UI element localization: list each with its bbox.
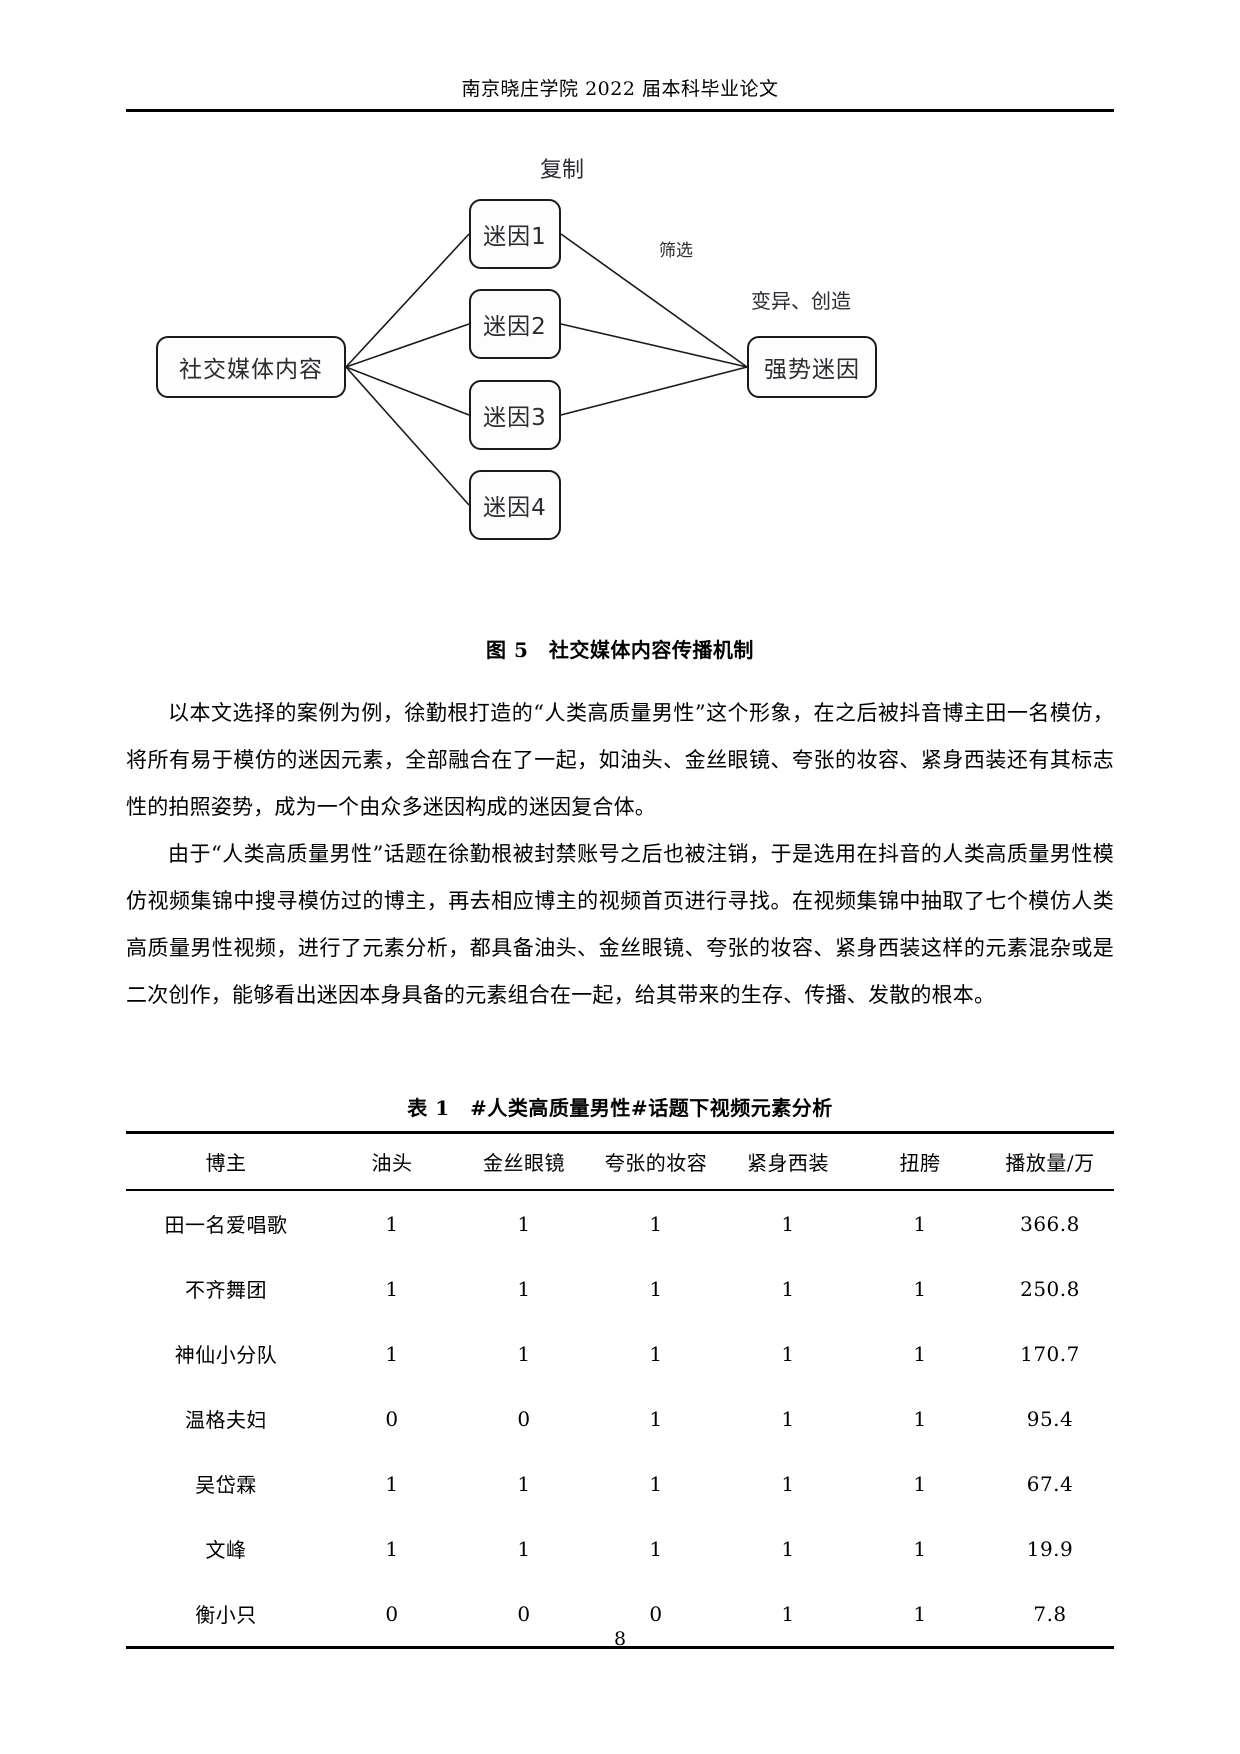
edge-label-filter: 筛选 — [659, 241, 693, 261]
cell-gold-glasses: 1 — [517, 1536, 531, 1561]
diagram-connectors — [345, 233, 748, 506]
table-1-block: 表 1 #人类高质量男性#话题下视频元素分析 博主 油头 金丝眼镜 夸张的妆容 … — [126, 1092, 1114, 1649]
node-label: 迷因2 — [483, 314, 547, 340]
node-label: 迷因4 — [483, 495, 547, 521]
cell-blogger: 田一名爱唱歌 — [164, 1213, 288, 1237]
cell-oily-hair: 1 — [385, 1276, 399, 1301]
edge-label-copy: 复制 — [540, 158, 585, 183]
cell-blogger: 文峰 — [205, 1538, 247, 1562]
column-header-tight-suit: 紧身西装 — [722, 1131, 854, 1191]
cell-blogger: 温格夫妇 — [185, 1408, 267, 1432]
cell-views: 366.8 — [1020, 1211, 1080, 1236]
page-number: 8 — [613, 1628, 627, 1650]
column-header-hip-twist: 扭胯 — [854, 1131, 986, 1191]
cell-tight-suit: 1 — [781, 1536, 795, 1561]
cell-tight-suit: 1 — [781, 1211, 795, 1236]
body-text: 以本文选择的案例为例，徐勤根打造的“人类高质量男性”这个形象，在之后被抖音博主田… — [126, 690, 1114, 1019]
cell-hip-twist: 1 — [913, 1341, 927, 1366]
cell-views: 19.9 — [1026, 1536, 1074, 1561]
table-row: 温格夫妇 0 0 1 1 1 95.4 — [126, 1386, 1114, 1451]
cell-exaggerated-makeup: 0 — [590, 1581, 722, 1649]
diagram-node-meme-4: 迷因4 — [469, 470, 561, 540]
cell-blogger: 神仙小分队 — [174, 1343, 278, 1367]
cell-tight-suit: 1 — [722, 1581, 854, 1649]
diagram-node-dominant-meme: 强势迷因 — [747, 336, 877, 398]
cell-oily-hair: 1 — [385, 1211, 399, 1236]
node-label: 迷因3 — [483, 405, 547, 431]
cell-views: 7.8 — [986, 1581, 1114, 1649]
node-label: 社交媒体内容 — [179, 357, 323, 383]
cell-gold-glasses: 1 — [517, 1471, 531, 1496]
cell-tight-suit: 1 — [781, 1471, 795, 1496]
cell-oily-hair: 1 — [385, 1341, 399, 1366]
table-row: 田一名爱唱歌 1 1 1 1 1 366.8 — [126, 1190, 1114, 1256]
cell-hip-twist: 1 — [913, 1211, 927, 1236]
table-row: 不齐舞团 1 1 1 1 1 250.8 — [126, 1256, 1114, 1321]
cell-hip-twist: 1 — [854, 1581, 986, 1649]
cell-tight-suit: 1 — [781, 1406, 795, 1431]
header-title: 南京晓庄学院 2022 届本科毕业论文 — [461, 78, 779, 100]
table-row: 神仙小分队 1 1 1 1 1 170.7 — [126, 1321, 1114, 1386]
cell-views: 250.8 — [1020, 1276, 1080, 1301]
table-body: 田一名爱唱歌 1 1 1 1 1 366.8 不齐舞团 1 1 1 1 1 25… — [126, 1190, 1114, 1649]
figure-5: 社交媒体内容 迷因1 迷因2 迷因3 迷因4 强势迷因 复制 筛选 变异、创造 — [126, 140, 1114, 610]
table-header-row: 博主 油头 金丝眼镜 夸张的妆容 紧身西装 扭胯 播放量/万 — [126, 1131, 1114, 1191]
meme-propagation-diagram: 社交媒体内容 迷因1 迷因2 迷因3 迷因4 强势迷因 复制 筛选 变异、创造 — [126, 140, 1114, 610]
cell-exaggerated-makeup: 1 — [649, 1341, 663, 1366]
cell-hip-twist: 1 — [913, 1536, 927, 1561]
diagram-node-meme-2: 迷因2 — [469, 289, 561, 359]
table-row: 吴岱霖 1 1 1 1 1 67.4 — [126, 1451, 1114, 1516]
diagram-node-meme-3: 迷因3 — [469, 380, 561, 450]
cell-tight-suit: 1 — [781, 1341, 795, 1366]
paragraph-1: 以本文选择的案例为例，徐勤根打造的“人类高质量男性”这个形象，在之后被抖音博主田… — [126, 701, 1114, 819]
cell-blogger: 不齐舞团 — [185, 1278, 267, 1302]
cell-views: 67.4 — [1026, 1471, 1074, 1496]
cell-exaggerated-makeup: 1 — [649, 1406, 663, 1431]
column-header-gold-glasses: 金丝眼镜 — [458, 1131, 590, 1191]
cell-views: 95.4 — [1026, 1406, 1074, 1431]
column-header-oily-hair: 油头 — [326, 1131, 458, 1191]
figure-caption: 图 5 社交媒体内容传播机制 — [486, 638, 754, 662]
column-header-blogger: 博主 — [126, 1131, 326, 1191]
cell-gold-glasses: 1 — [517, 1341, 531, 1366]
cell-oily-hair: 0 — [385, 1406, 399, 1431]
cell-oily-hair: 1 — [385, 1471, 399, 1496]
page-footer: 8 — [126, 1628, 1114, 1650]
diagram-node-meme-1: 迷因1 — [469, 199, 561, 269]
table-row: 衡小只 0 0 0 1 1 7.8 — [126, 1581, 1114, 1649]
cell-gold-glasses: 0 — [517, 1406, 531, 1431]
cell-gold-glasses: 1 — [517, 1276, 531, 1301]
page-header: 南京晓庄学院 2022 届本科毕业论文 — [126, 76, 1114, 112]
table-row: 文峰 1 1 1 1 1 19.9 — [126, 1516, 1114, 1581]
cell-blogger: 吴岱霖 — [195, 1473, 257, 1497]
node-label: 强势迷因 — [764, 357, 860, 383]
cell-hip-twist: 1 — [913, 1471, 927, 1496]
cell-oily-hair: 0 — [326, 1581, 458, 1649]
cell-gold-glasses: 1 — [517, 1211, 531, 1236]
cell-exaggerated-makeup: 1 — [649, 1536, 663, 1561]
column-header-exaggerated-makeup: 夸张的妆容 — [590, 1131, 722, 1191]
cell-exaggerated-makeup: 1 — [649, 1211, 663, 1236]
cell-blogger: 衡小只 — [126, 1581, 326, 1649]
cell-hip-twist: 1 — [913, 1276, 927, 1301]
cell-exaggerated-makeup: 1 — [649, 1471, 663, 1496]
video-element-analysis-table: 博主 油头 金丝眼镜 夸张的妆容 紧身西装 扭胯 播放量/万 田一名爱唱歌 1 … — [126, 1131, 1114, 1649]
cell-views: 170.7 — [1020, 1341, 1080, 1366]
column-header-views: 播放量/万 — [986, 1131, 1114, 1191]
header-rule — [126, 108, 1114, 112]
cell-gold-glasses: 0 — [458, 1581, 590, 1649]
diagram-node-social-media-content: 社交媒体内容 — [156, 336, 346, 398]
node-label: 迷因1 — [483, 224, 547, 250]
cell-tight-suit: 1 — [781, 1276, 795, 1301]
paragraph-2: 由于“人类高质量男性”话题在徐勤根被封禁账号之后也被注销，于是选用在抖音的人类高… — [126, 842, 1114, 1007]
cell-oily-hair: 1 — [385, 1536, 399, 1561]
cell-exaggerated-makeup: 1 — [649, 1276, 663, 1301]
edge-label-variation: 变异、创造 — [751, 289, 851, 313]
table-caption: 表 1 #人类高质量男性#话题下视频元素分析 — [407, 1096, 833, 1120]
cell-hip-twist: 1 — [913, 1406, 927, 1431]
